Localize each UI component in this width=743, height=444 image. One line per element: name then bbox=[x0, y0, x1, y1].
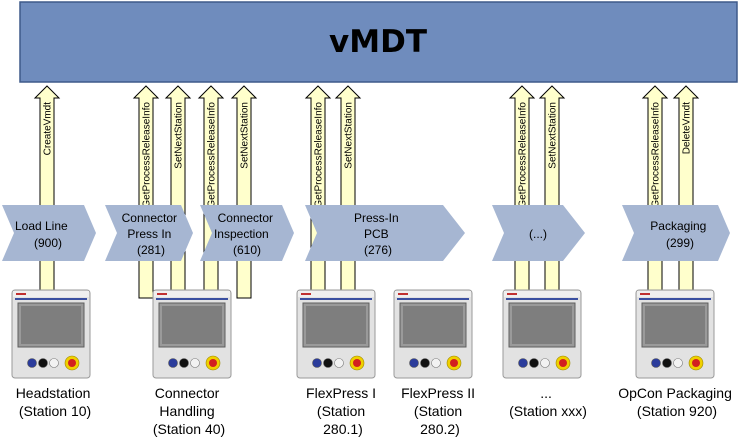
arrow-label: SetNextStation bbox=[174, 102, 185, 169]
message-arrow-sns-276: SetNextStation bbox=[334, 85, 362, 299]
process-chevron-connector-press-in bbox=[105, 205, 193, 261]
arrow-label: GetProcessReleaseInfo bbox=[518, 102, 529, 208]
message-arrow-delete-vmdt: DeleteVmdt bbox=[672, 85, 700, 299]
process-chevron-ellipsis bbox=[492, 205, 585, 261]
message-arrows: CreateVmdt GetProcessReleaseInfo SetNextSt… bbox=[33, 85, 700, 299]
control-panel-icon bbox=[11, 289, 91, 379]
control-panel-icon bbox=[502, 289, 582, 379]
caption-flexpress-1: FlexPress I (Station 280.1) bbox=[306, 385, 380, 437]
process-chevron-load-line bbox=[2, 205, 96, 261]
message-arrow-gpr-281: GetProcessReleaseInfo bbox=[132, 85, 160, 299]
control-panel-icon bbox=[635, 289, 715, 379]
arrow-label: GetProcessReleaseInfo bbox=[142, 102, 153, 208]
caption-station-xxx: ... (Station xxx) bbox=[509, 385, 587, 419]
message-arrow-sns-xxx: SetNextStation bbox=[538, 85, 566, 299]
process-label-load-line: Load Line (900) bbox=[15, 219, 71, 250]
process-label-connector-press-in: Connector Press In (281) bbox=[122, 211, 181, 257]
message-arrow-gpr-610: GetProcessReleaseInfo bbox=[197, 85, 225, 299]
station-captions: Headstation (Station 10) Connector Handl… bbox=[16, 385, 736, 437]
arrow-label: SetNextStation bbox=[548, 102, 559, 169]
process-label-ellipsis: (...) bbox=[529, 227, 547, 241]
control-panel-icon bbox=[296, 289, 376, 379]
process-label-packaging: Packaging (299) bbox=[650, 219, 709, 250]
process-chevron-packaging bbox=[622, 205, 730, 261]
process-label-connector-inspection: Connector Inspection (610) bbox=[214, 211, 276, 257]
control-panel-icon bbox=[393, 289, 473, 379]
process-labels: Load Line (900) Connector Press In (281)… bbox=[15, 211, 709, 257]
message-arrow-gpr-276: GetProcessReleaseInfo bbox=[304, 85, 332, 299]
control-panel-icon bbox=[152, 289, 232, 379]
message-arrow-gpr-xxx: GetProcessReleaseInfo bbox=[508, 85, 536, 299]
caption-flexpress-2: FlexPress II (Station 280.2) bbox=[401, 385, 479, 437]
process-chevron-connector-inspection bbox=[200, 205, 294, 261]
arrow-label: SetNextStation bbox=[344, 102, 355, 169]
arrow-label: CreateVmdt bbox=[43, 102, 54, 156]
message-arrow-sns-281: SetNextStation bbox=[164, 85, 192, 299]
arrow-label: GetProcessReleaseInfo bbox=[314, 102, 325, 208]
vmdt-banner bbox=[19, 1, 738, 83]
caption-headstation: Headstation (Station 10) bbox=[16, 385, 95, 419]
process-label-press-in-pcb: Press-In PCB (276) bbox=[354, 211, 402, 257]
arrow-label: GetProcessReleaseInfo bbox=[207, 102, 218, 208]
vmdt-title: vMDT bbox=[329, 24, 427, 60]
process-chevron-press-in-pcb bbox=[305, 205, 465, 261]
message-arrow-sns-610: SetNextStation bbox=[230, 85, 258, 299]
caption-connector-handling: Connector Handling (Station 40) bbox=[153, 385, 225, 437]
arrow-label: SetNextStation bbox=[240, 102, 251, 169]
message-arrow-create-vmdt: CreateVmdt bbox=[33, 85, 61, 299]
arrow-label: DeleteVmdt bbox=[682, 102, 693, 154]
arrow-label: GetProcessReleaseInfo bbox=[651, 102, 662, 208]
message-arrow-gpr-299: GetProcessReleaseInfo bbox=[641, 85, 669, 299]
station-panels bbox=[11, 289, 715, 379]
caption-opcon-packaging: OpCon Packaging (Station 920) bbox=[618, 385, 736, 419]
process-chevrons bbox=[2, 205, 730, 261]
